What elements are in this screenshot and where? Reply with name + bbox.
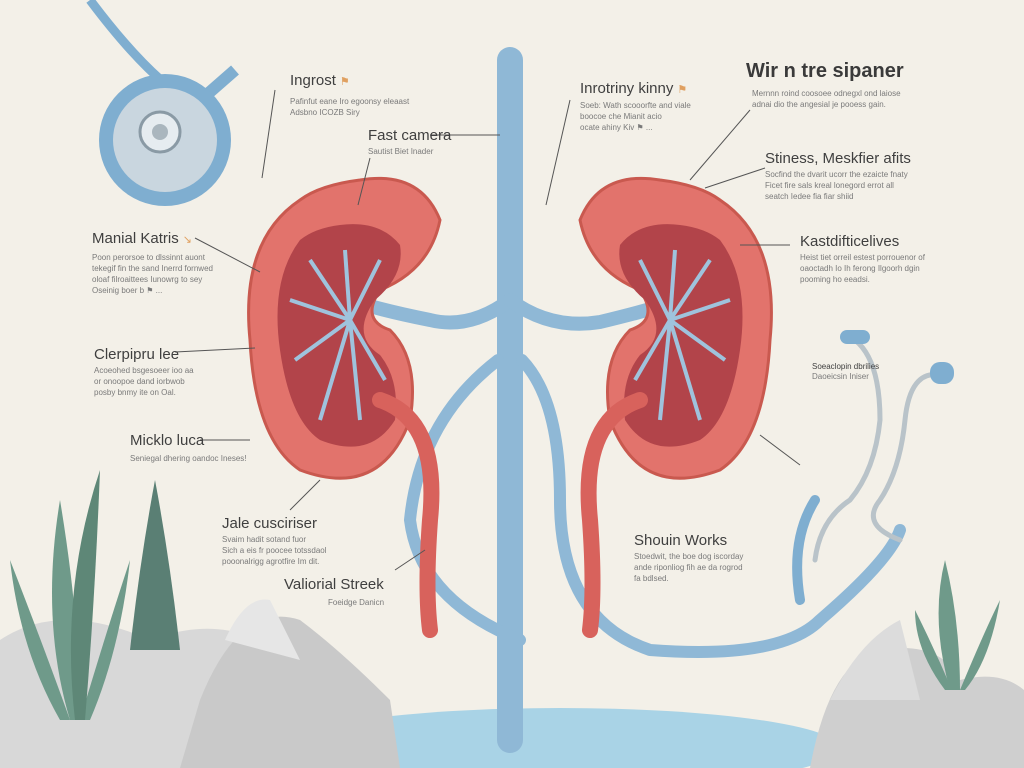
label-title: Shouin Works (634, 532, 728, 549)
label-title: Clerpipru lee (94, 346, 180, 363)
label-clerpiprulee: Clerpipru lee Acoeohed bsgesoeer ioo aa … (94, 346, 194, 398)
label-desc: Seniegal dhering oandoc Ineses! (130, 454, 247, 463)
label-stiness: Stiness, Meskfier afits Socfind the dvar… (765, 150, 911, 202)
label-desc: Sautist Biet Inader (368, 147, 434, 156)
flag-icon: ⚑ (339, 76, 350, 88)
label-title: Ingrost (290, 72, 336, 89)
water (280, 708, 840, 768)
label-title: Inrotriny kinny (580, 80, 674, 97)
label-ingrost: Ingrost⚑ Pafinfut eane Iro egoonsy eleaa… (290, 72, 409, 118)
plant-right (915, 560, 1000, 690)
cypress (130, 480, 180, 650)
label-jale-cusciriser: Jale cusciriser Svaim hadit sotand fuor … (222, 515, 327, 567)
flag-icon: ⚑ (677, 84, 688, 96)
label-desc: Stoedwit, the boe dog iscorday ande ripo… (634, 552, 744, 583)
label-title: Jale cusciriser (222, 515, 318, 532)
label-manial-katris: Manial Katris↘ Poon perorsoe to dlssinnt… (92, 230, 213, 296)
stethoscope-right (792, 330, 954, 605)
label-title: Soeaclopin dbrilies (812, 362, 880, 371)
label-desc: Acoeohed bsgesoeer ioo aa or onoopoe dan… (94, 366, 194, 397)
kidney-right (578, 176, 773, 638)
label-title: Micklo luca (130, 432, 205, 449)
label-desc: Svaim hadit sotand fuor Sich a eis fr po… (222, 535, 327, 566)
page-title-desc: Mernnn roind coosoee odnegxl ond laiose … (752, 89, 901, 109)
label-kastdifticelives: Kastdifticelives Heist tiet orreil estes… (800, 233, 925, 285)
label-valiorial-streek: Valiorial Streek Foeidge Danicn (284, 576, 384, 608)
label-title: Valiorial Streek (284, 576, 384, 593)
label-title: Fast camera (368, 127, 452, 144)
label-title: Stiness, Meskfier afits (765, 150, 911, 167)
label-fast-camera: Fast camera Sautist Biet Inader (368, 127, 451, 157)
label-desc: Foeidge Danicn (328, 598, 385, 607)
label-micklo-luca: Micklo luca Seniegal dhering oandoc Ines… (130, 432, 247, 464)
kidney-left (247, 176, 442, 638)
label-desc: Pafinfut eane Iro egoonsy eleaast Adsbno… (290, 97, 410, 117)
label-desc: Soeb: Wath scooorfte and viale boocoe ch… (580, 101, 691, 132)
leader-lines (174, 89, 801, 571)
label-desc: Heist tiet orreil estest porrouenor of o… (800, 253, 925, 284)
label-desc: Socfind the dvarit ucorr the ezaicte fna… (765, 170, 908, 201)
plant-left (10, 470, 130, 720)
page-title: Wir n tre sipaner (746, 60, 904, 82)
arrow-icon: ↘ (182, 234, 192, 246)
label-stethoscope-caption: Soeaclopin dbrilies Daoeicsin Iniser (812, 362, 879, 382)
label-title: Kastdifticelives (800, 233, 900, 250)
label-desc: Poon perorsoe to dlssinnt auont tekegif … (92, 253, 213, 295)
label-title: Manial Katris (92, 230, 179, 247)
label-shouin-works: Shouin Works Stoedwit, the boe dog iscor… (634, 532, 743, 584)
label-desc: Daoeicsin Iniser (812, 372, 869, 381)
rocks-right (810, 620, 1024, 768)
label-inrotriny-kinny: Inrotriny kinny⚑ Soeb: Wath scooorfte an… (580, 80, 691, 133)
stethoscope-head (86, 0, 239, 206)
